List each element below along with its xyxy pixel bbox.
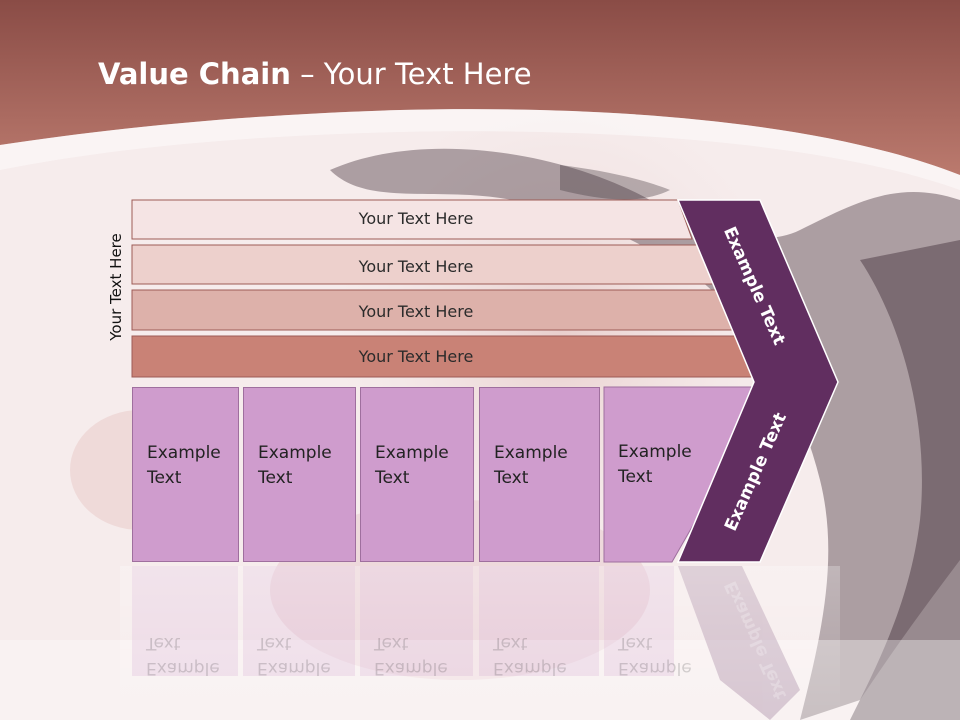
box-2-line2: Text: [258, 468, 293, 488]
title-bold: Value Chain: [98, 57, 291, 91]
box-label-1: Example Text: [147, 441, 237, 491]
activity-box-3: Example Text: [360, 387, 474, 562]
activity-box-2: Example Text: [243, 387, 356, 562]
box-4-line2: Text: [494, 468, 529, 488]
bar-label-1: Your Text Here: [358, 209, 474, 228]
box-5-line1: Example: [618, 442, 692, 462]
bar-label-2: Your Text Here: [358, 257, 474, 276]
box-label-3: Example Text: [375, 441, 465, 491]
activity-box-5: Example Text: [604, 387, 704, 562]
chevron-arrow: [676, 199, 839, 563]
box-label-4: Example Text: [494, 441, 584, 491]
bar-label-3: Your Text Here: [358, 302, 474, 321]
bar-label-4: Your Text Here: [358, 347, 474, 366]
box-3-line2: Text: [375, 468, 410, 488]
box-4-line1: Example: [494, 443, 568, 463]
box-5-line2: Text: [618, 467, 653, 487]
slide-title: Value Chain – Your Text Here: [98, 54, 532, 94]
box-label-2: Example Text: [258, 441, 348, 491]
box-1-line2: Text: [147, 468, 182, 488]
box-2-line1: Example: [258, 443, 332, 463]
box-3-line1: Example: [375, 443, 449, 463]
title-rest: – Your Text Here: [290, 57, 532, 91]
box-1-line1: Example: [147, 443, 221, 463]
bar-1: [131, 199, 693, 240]
activity-box-4: Example Text: [479, 387, 600, 562]
activity-box-1: Example Text: [132, 387, 239, 562]
box-label-5: Example Text: [618, 440, 708, 490]
